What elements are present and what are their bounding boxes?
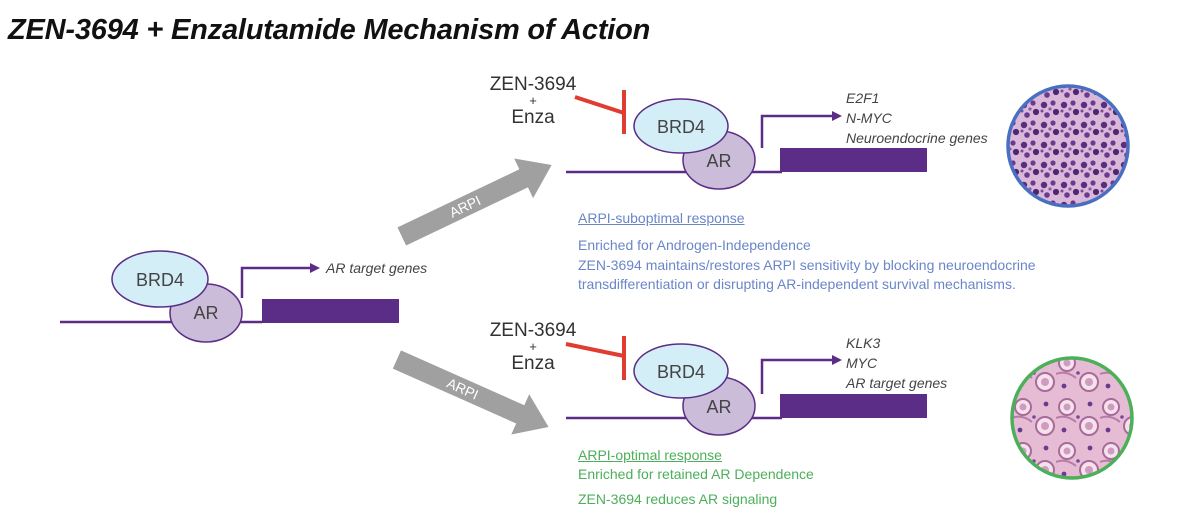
upper-transcription-arrow bbox=[760, 114, 834, 148]
upper-drug-label: ZEN-3694 + Enza bbox=[486, 74, 580, 128]
upper-response-title: ARPI-suboptimal response bbox=[578, 210, 745, 226]
upper-gene-3: Neuroendocrine genes bbox=[846, 130, 988, 146]
upper-gene-list: E2F1 N-MYC Neuroendocrine genes bbox=[846, 88, 988, 148]
left-brd4-ellipse bbox=[111, 250, 209, 308]
upper-inhibitor-line bbox=[574, 95, 625, 115]
lower-drug-label: ZEN-3694 + Enza bbox=[486, 320, 580, 374]
upper-brd4-label: BRD4 bbox=[657, 117, 705, 137]
lower-response-line-2: ZEN-3694 reduces AR signaling bbox=[578, 491, 778, 507]
upper-arpi-arrow: ARPI bbox=[397, 158, 552, 246]
lower-drug-name: ZEN-3694 bbox=[489, 320, 577, 341]
upper-brd4-ellipse bbox=[633, 98, 729, 154]
upper-gene-2: N-MYC bbox=[846, 110, 892, 126]
lower-gene-block bbox=[780, 394, 927, 418]
upper-ar-label: AR bbox=[706, 151, 731, 171]
histology-neuroendocrine-image bbox=[1006, 84, 1130, 208]
lower-drug-plus: + bbox=[529, 339, 537, 354]
upper-response-line-1: Enriched for Androgen-Independence bbox=[578, 237, 811, 253]
lower-brd4-label: BRD4 bbox=[657, 362, 705, 382]
lower-gene-2: MYC bbox=[846, 355, 878, 371]
left-arrowhead bbox=[310, 263, 320, 273]
histology-adenocarcinoma-image bbox=[1010, 356, 1134, 480]
upper-response-line-2: ZEN-3694 maintains/restores ARPI sensiti… bbox=[578, 257, 1036, 273]
upper-gene-1: E2F1 bbox=[846, 90, 880, 106]
upper-drug-name: ZEN-3694 bbox=[489, 74, 577, 95]
upper-drug-partner: Enza bbox=[511, 107, 555, 128]
left-ar-label: AR bbox=[193, 303, 218, 323]
lower-gene-list: KLK3 MYC AR target genes bbox=[846, 333, 947, 393]
page-title: ZEN-3694 + Enzalutamide Mechanism of Act… bbox=[8, 14, 651, 46]
lower-response-title: ARPI-optimal response bbox=[578, 447, 722, 463]
upper-gene-block bbox=[780, 148, 927, 172]
lower-gene-3: AR target genes bbox=[846, 375, 948, 391]
lower-brd4-ellipse bbox=[633, 343, 729, 399]
upper-arrowhead bbox=[832, 111, 842, 121]
left-transcription-arrow bbox=[240, 266, 312, 298]
lower-transcription-arrow bbox=[760, 358, 834, 394]
lower-response-line-1: Enriched for retained AR Dependence bbox=[578, 466, 814, 482]
lower-arrowhead bbox=[832, 355, 842, 365]
lower-ar-label: AR bbox=[706, 397, 731, 417]
lower-drug-partner: Enza bbox=[511, 353, 555, 374]
left-gene-block bbox=[262, 299, 399, 323]
upper-drug-plus: + bbox=[529, 93, 537, 108]
left-target-label: AR target genes bbox=[326, 260, 428, 276]
upper-response-line-3: transdifferentiation or disrupting AR-in… bbox=[578, 276, 1016, 292]
lower-gene-1: KLK3 bbox=[846, 335, 881, 351]
left-brd4-label: BRD4 bbox=[136, 270, 184, 290]
lower-inhibitor-line bbox=[565, 342, 625, 358]
